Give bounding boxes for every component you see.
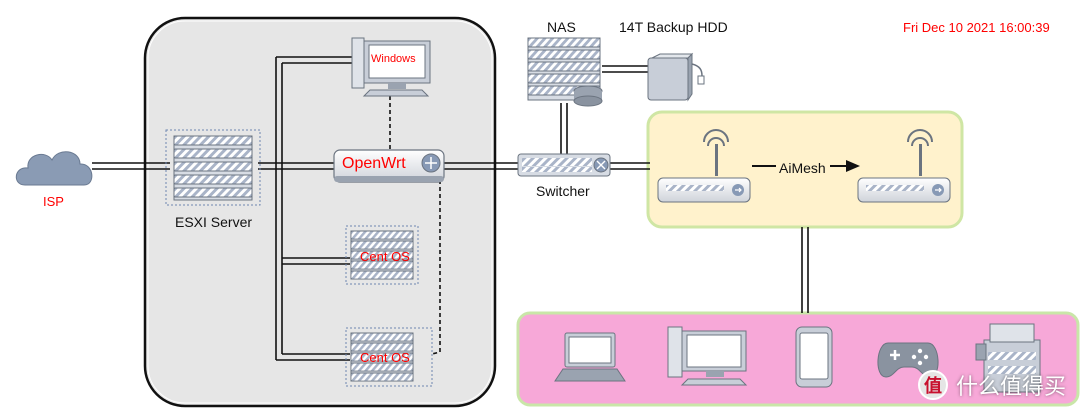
tablet-icon	[795, 326, 833, 388]
switcher-label: Switcher	[536, 183, 590, 199]
isp-label: ISP	[43, 194, 64, 209]
gamepad-icon	[877, 342, 939, 378]
switch-icon	[517, 153, 611, 177]
windows-label: Windows	[371, 53, 416, 65]
wifi-router-icon	[857, 129, 951, 203]
timestamp-label: Fri Dec 10 2021 16:00:39	[903, 20, 1050, 35]
centos-label-2: Cent OS	[360, 350, 410, 365]
printer-icon	[975, 323, 1041, 393]
hard-drive-icon	[647, 52, 705, 102]
aimesh-arrow	[752, 157, 860, 175]
cloud-icon	[15, 151, 93, 186]
watermark-text: 什么值得买	[955, 375, 1066, 400]
backup-hdd-label: 14T Backup HDD	[619, 19, 728, 35]
router-icon	[333, 149, 445, 183]
desktop-pc-icon	[667, 326, 748, 386]
server-rack-icon	[345, 225, 419, 285]
server-rack-icon	[345, 327, 433, 387]
esxi-panel-inner	[147, 20, 493, 404]
server-rack-icon	[165, 129, 261, 206]
virtual-links	[389, 96, 441, 355]
nas-icon	[527, 37, 603, 107]
aimesh-label: AiMesh	[779, 160, 826, 176]
nas-label: NAS	[547, 19, 576, 35]
esxi-panel	[143, 16, 497, 408]
esxi-server-label: ESXI Server	[175, 214, 253, 230]
desktop-monitor-icon	[351, 37, 431, 97]
laptop-icon	[554, 332, 626, 382]
centos-label-1: Cent OS	[360, 249, 410, 264]
wifi-router-icon	[657, 129, 751, 203]
connections	[92, 56, 809, 361]
watermark: 值 什么值得买	[917, 369, 1066, 401]
watermark-logo-icon: 值	[917, 370, 948, 400]
openwrt-label: OpenWrt	[342, 155, 406, 172]
